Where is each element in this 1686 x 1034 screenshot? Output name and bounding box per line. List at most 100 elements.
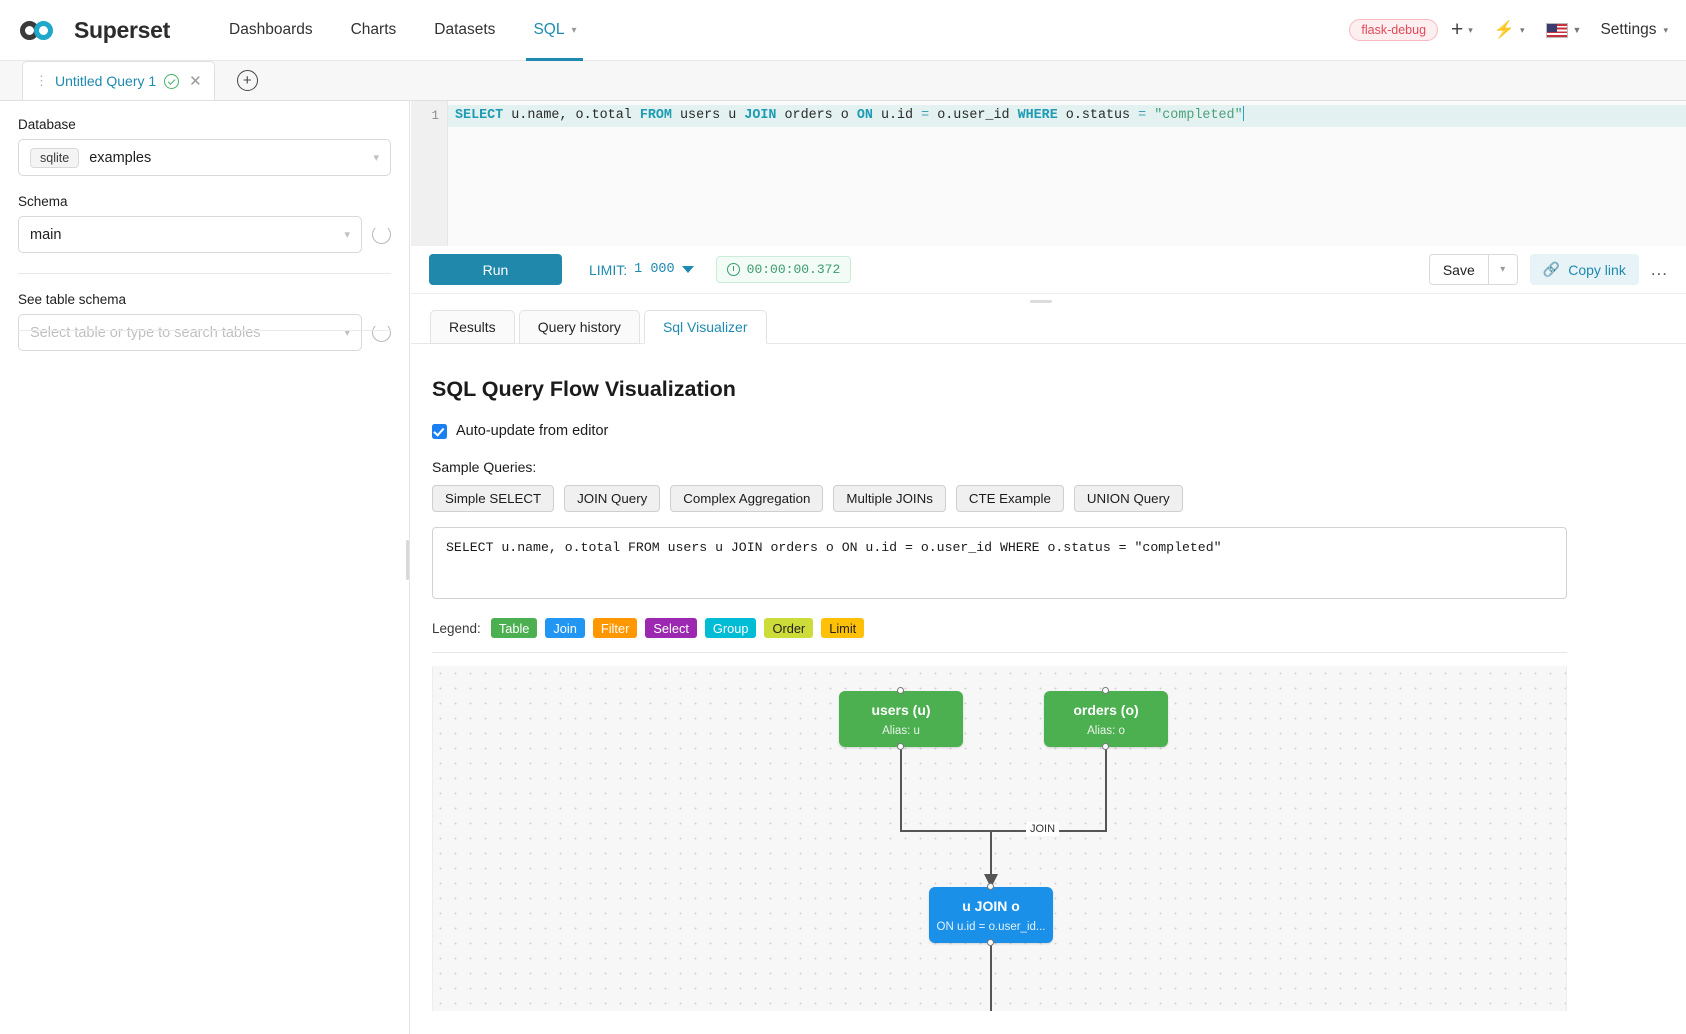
nav-links: Dashboards Charts Datasets SQL ▾: [210, 0, 595, 61]
check-circle-icon: [164, 73, 180, 89]
brand-logo-group[interactable]: Superset: [20, 17, 170, 44]
top-navbar: Superset Dashboards Charts Datasets SQL …: [0, 0, 1686, 61]
refresh-tables-icon[interactable]: [372, 323, 391, 342]
refresh-schema-icon[interactable]: [372, 225, 391, 244]
node-title: u JOIN o: [962, 897, 1020, 914]
alerts-button[interactable]: ⚡ ▾: [1486, 16, 1533, 44]
sample-query-cte-example[interactable]: CTE Example: [955, 485, 1064, 512]
sample-query-simple-select[interactable]: Simple SELECT: [432, 485, 555, 512]
sample-query-complex-aggregation[interactable]: Complex Aggregation: [670, 485, 824, 512]
save-button[interactable]: Save: [1428, 254, 1488, 285]
editor-resize-grip[interactable]: [1030, 300, 1052, 303]
editor-code-area[interactable]: SELECT u.name, o.total FROM users u JOIN…: [448, 101, 1686, 246]
copy-link-button[interactable]: 🔗 Copy link: [1529, 254, 1639, 285]
node-subtitle: Alias: o: [1087, 724, 1125, 737]
chevron-down-icon: ▾: [1520, 24, 1525, 35]
legend-divider: [432, 652, 1567, 653]
query-tab-bar: ⋮ Untitled Query 1 ✕ +: [0, 61, 1686, 101]
sql-text: u.id: [872, 108, 922, 123]
sample-query-union-query[interactable]: UNION Query: [1073, 485, 1183, 512]
sql-text: orders o: [776, 108, 857, 123]
limit-label: LIMIT:: [589, 261, 628, 278]
node-subtitle: Alias: u: [882, 724, 920, 737]
nav-link-charts[interactable]: Charts: [332, 0, 416, 61]
nav-link-sql[interactable]: SQL ▾: [514, 0, 595, 61]
table-placeholder: Select table or type to search tables: [30, 324, 261, 341]
database-label: Database: [18, 117, 76, 132]
close-icon[interactable]: ✕: [189, 73, 202, 90]
tab-results[interactable]: Results: [430, 310, 515, 344]
result-tabs: Results Query history Sql Visualizer: [430, 310, 767, 344]
legend-chip-table: Table: [490, 618, 538, 638]
node-subtitle: ON u.id = o.user_id...: [936, 920, 1046, 933]
flow-node-join[interactable]: u JOIN o ON u.id = o.user_id...: [929, 883, 1053, 946]
sql-editor[interactable]: 1 SELECT u.name, o.total FROM users u JO…: [411, 101, 1686, 246]
language-button[interactable]: ▼: [1538, 19, 1590, 42]
run-toolbar: Run LIMIT: 1 000 00:00:00.372 Save ▾ 🔗 C…: [411, 246, 1686, 294]
nav-link-datasets[interactable]: Datasets: [415, 0, 514, 61]
sql-keyword: WHERE: [1017, 108, 1058, 123]
tab-query-history[interactable]: Query history: [518, 310, 640, 344]
nav-link-label: Dashboards: [229, 21, 313, 38]
sql-keyword: SELECT: [455, 108, 504, 123]
settings-menu[interactable]: Settings ▾: [1600, 21, 1668, 39]
panel-section-divider: [18, 330, 391, 331]
nav-link-dashboards[interactable]: Dashboards: [210, 0, 332, 61]
save-dropdown-button[interactable]: ▾: [1487, 254, 1518, 285]
query-timer: 00:00:00.372: [715, 256, 852, 283]
sample-query-multiple-joins[interactable]: Multiple JOINs: [833, 485, 946, 512]
drag-handle-icon[interactable]: ⋮: [35, 73, 48, 88]
superset-logo-icon: [20, 17, 66, 43]
chevron-down-icon: ▾: [571, 24, 577, 36]
chevron-down-icon: ▼: [1572, 25, 1582, 35]
legend-row: Legend: Table Join Filter Select Group O…: [432, 618, 1665, 638]
toolbar-right-group: Save ▾ 🔗 Copy link ...: [1428, 254, 1668, 285]
node-port-bottom: [987, 939, 994, 946]
result-tabs-underline: [411, 343, 1686, 344]
legend-chip-join: Join: [545, 618, 585, 638]
new-item-button[interactable]: + ▾: [1443, 17, 1481, 43]
flow-edges: [900, 747, 1107, 1011]
auto-update-checkbox[interactable]: [432, 423, 447, 439]
sql-text: o.user_id: [929, 108, 1018, 123]
chevron-down-icon: [681, 266, 694, 273]
auto-update-row[interactable]: Auto-update from editor: [432, 423, 1665, 439]
table-select[interactable]: Select table or type to search tables ▾: [18, 314, 362, 351]
timer-value: 00:00:00.372: [746, 262, 841, 277]
more-options-button[interactable]: ...: [1650, 259, 1668, 279]
add-query-tab-button[interactable]: +: [236, 70, 258, 91]
flow-node-users[interactable]: users (u) Alias: u: [839, 687, 963, 750]
panel-divider: [18, 273, 391, 274]
legend-chip-select: Select: [645, 618, 697, 638]
query-flow-canvas[interactable]: users (u) Alias: u orders (o) Alias: o J…: [432, 666, 1567, 1011]
flask-debug-badge: flask-debug: [1349, 19, 1439, 41]
sample-queries-label: Sample Queries:: [432, 459, 537, 475]
tab-label: Results: [449, 319, 496, 335]
query-tab[interactable]: ⋮ Untitled Query 1 ✕: [22, 61, 215, 100]
chevron-down-icon: ▾: [344, 327, 350, 339]
schema-select[interactable]: main ▾: [18, 216, 362, 253]
chevron-down-icon: ▾: [1663, 24, 1668, 35]
tab-sql-visualizer[interactable]: Sql Visualizer: [643, 310, 767, 344]
settings-label: Settings: [1600, 21, 1657, 38]
sql-string: "completed": [1146, 108, 1243, 123]
node-port-top: [1102, 687, 1109, 694]
see-table-schema-label: See table schema: [18, 292, 127, 307]
run-button[interactable]: Run: [429, 254, 562, 285]
flow-node-orders[interactable]: orders (o) Alias: o: [1044, 687, 1168, 750]
chevron-down-icon: ▾: [344, 229, 350, 241]
database-select[interactable]: sqlite examples ▾: [18, 139, 391, 176]
sql-visualizer-panel: SQL Query Flow Visualization Auto-update…: [411, 344, 1686, 1034]
tab-label: Sql Visualizer: [662, 319, 748, 335]
sample-query-join-query[interactable]: JOIN Query: [564, 485, 661, 512]
nav-link-label: SQL: [533, 21, 565, 38]
node-port-bottom: [897, 743, 904, 750]
node-port-top: [987, 883, 994, 890]
sql-keyword: JOIN: [744, 108, 777, 123]
limit-dropdown[interactable]: LIMIT: 1 000: [589, 262, 694, 278]
sql-textarea[interactable]: [432, 527, 1567, 599]
editor-gutter: 1: [411, 101, 448, 246]
sql-keyword: ON: [856, 108, 873, 123]
panel-resizer[interactable]: [406, 540, 409, 580]
